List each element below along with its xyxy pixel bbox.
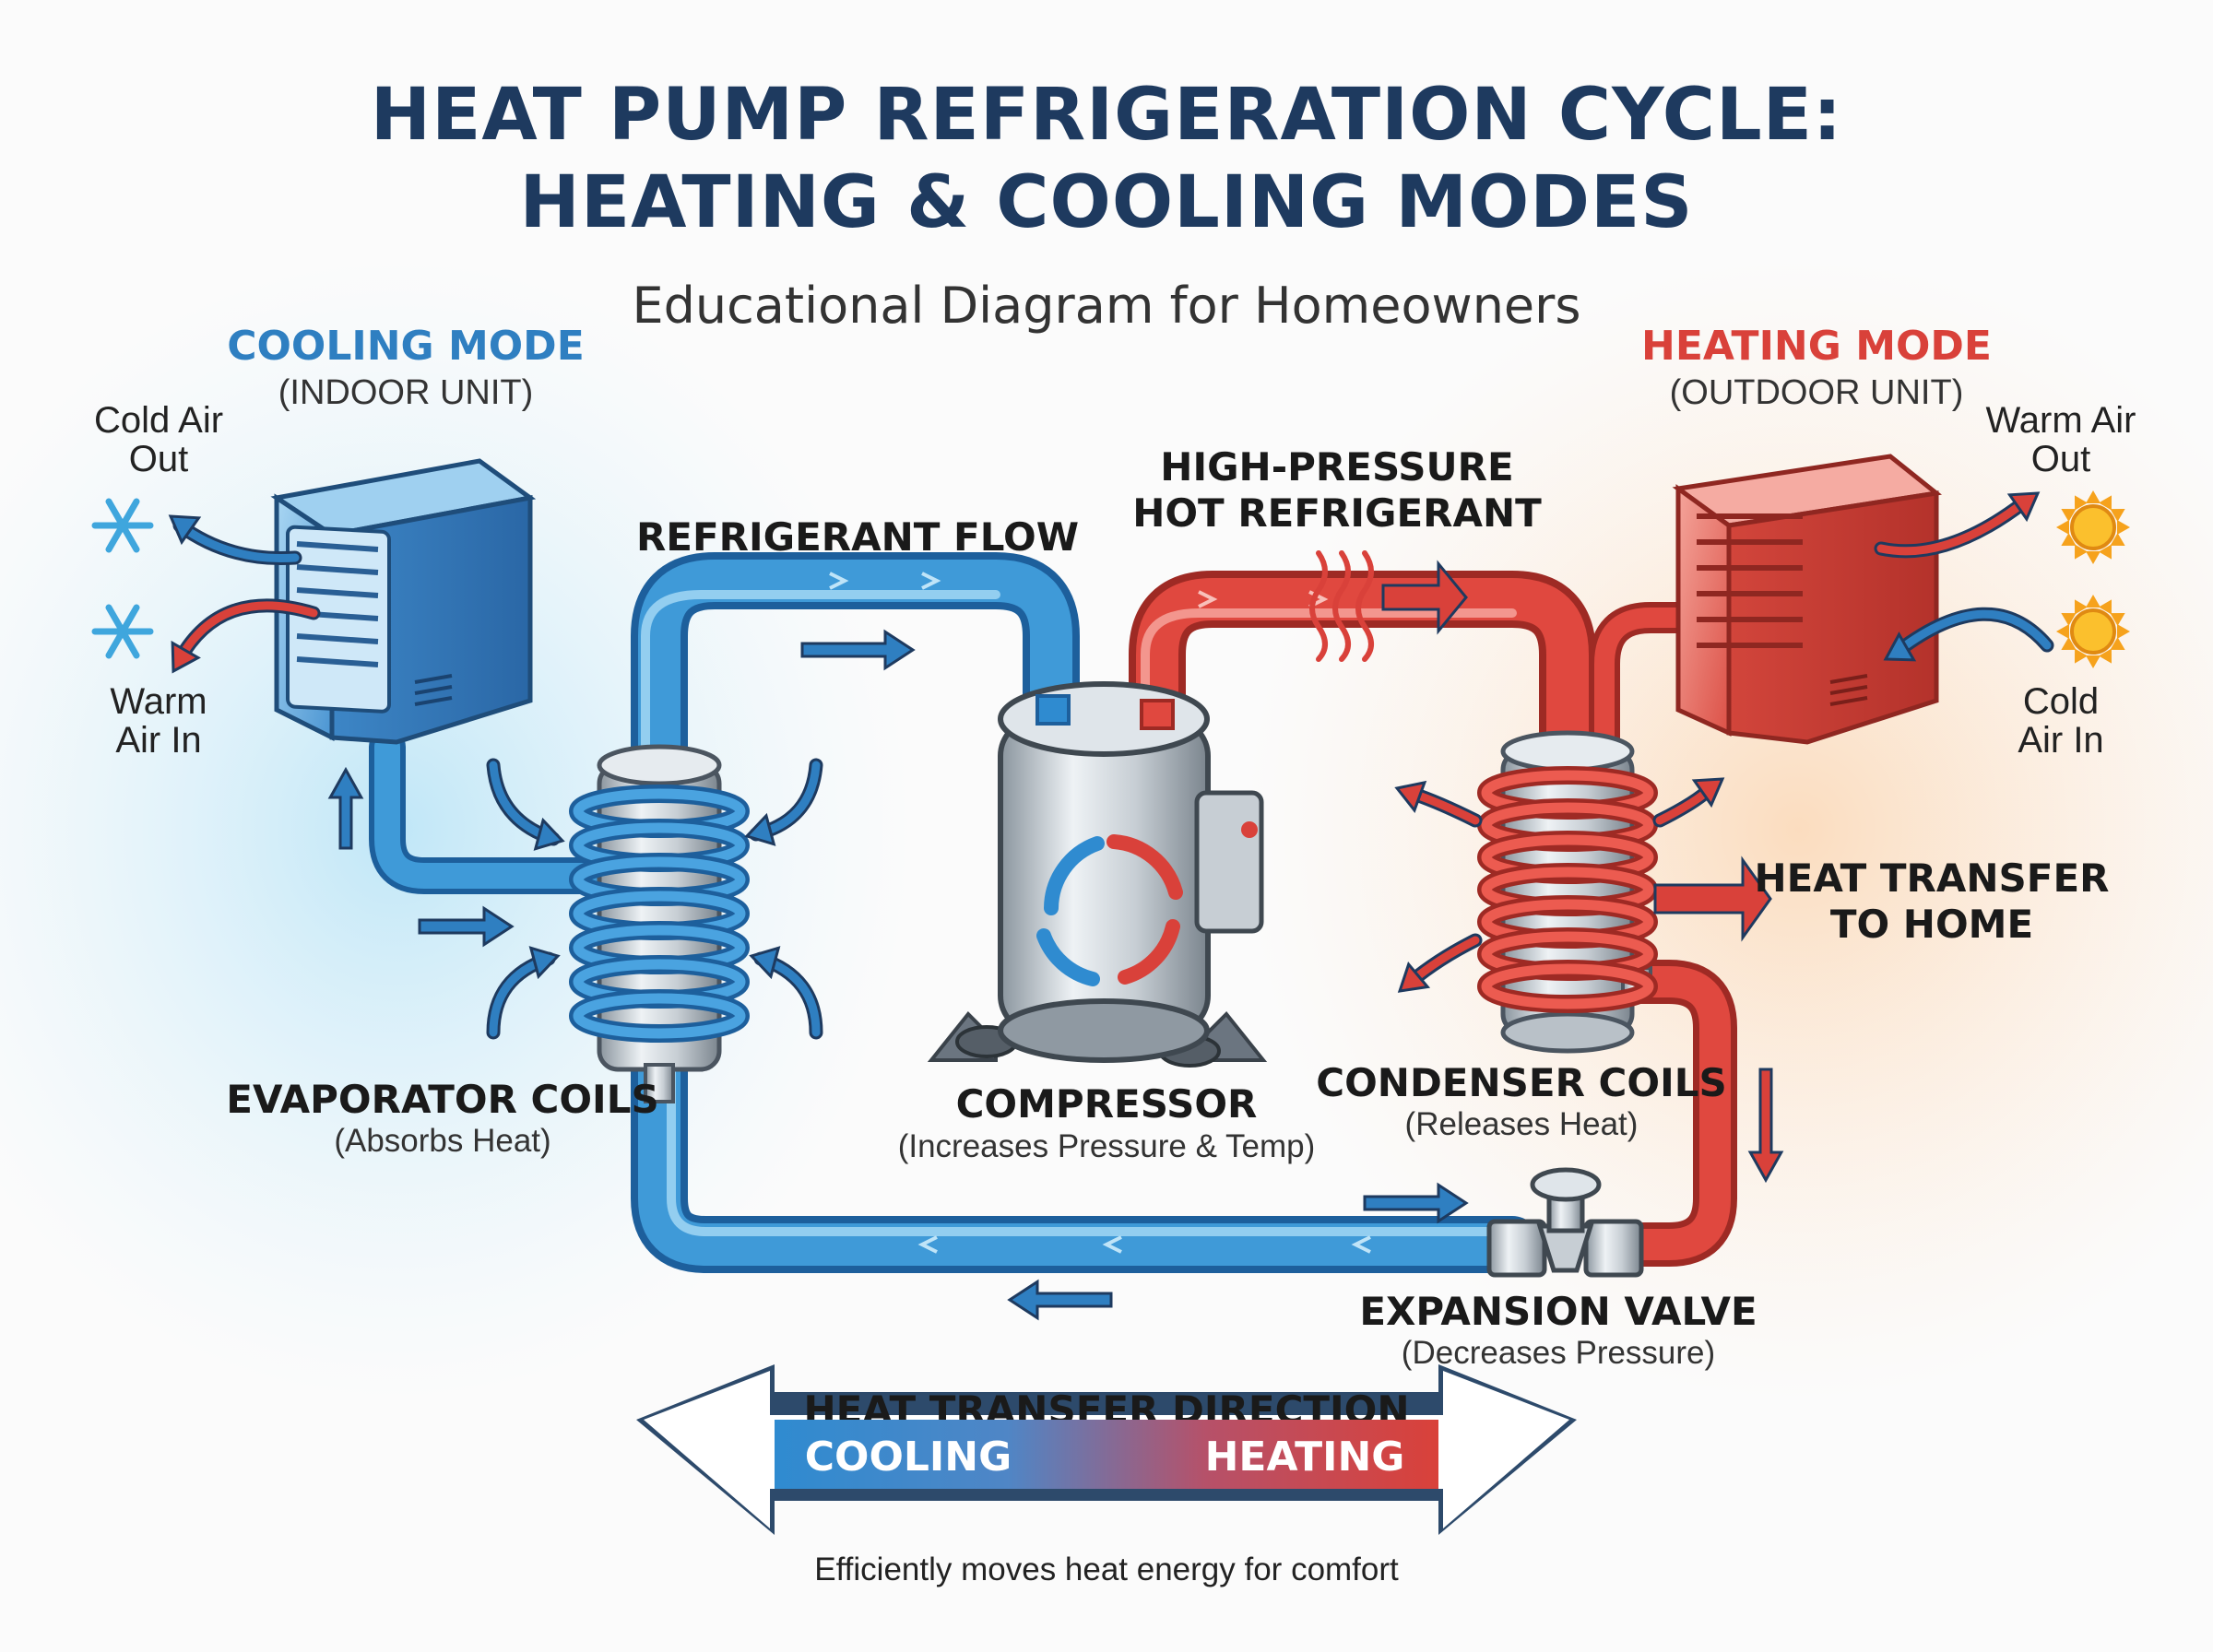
- direction-caption: Efficiently moves heat energy for comfor…: [814, 1552, 1399, 1587]
- subtitle: Educational Diagram for Homeowners: [632, 277, 1581, 335]
- heating-unit-label: (OUTDOOR UNIT): [1669, 373, 1964, 412]
- warm-air-in-line-1: Warm: [110, 681, 207, 722]
- cold-air-in-label: Cold Air In: [1964, 682, 2158, 760]
- direction-bar: [775, 1420, 1438, 1489]
- pipe-chevron: [1198, 590, 1218, 608]
- arrow-icon: [1394, 780, 1427, 813]
- arrow-icon: [528, 946, 561, 980]
- arrow-icon: [1397, 962, 1431, 993]
- warm-air-out-arrow: [1876, 498, 2029, 556]
- arrow-icon: [1691, 777, 1725, 808]
- hot-glow: [1245, 258, 2213, 1401]
- flow-arrow-icon: [418, 905, 515, 948]
- snowflake-icon: [91, 498, 154, 553]
- arrow-icon: [533, 817, 565, 851]
- arrow-icon: [1883, 631, 1917, 662]
- arrow-icon: [171, 640, 201, 674]
- heat-transfer-arrow-icon: [1653, 856, 1772, 942]
- cold-air-out-arrow: [175, 521, 300, 563]
- heat-to-home-label: HEAT TRANSFER TO HOME: [1752, 856, 2112, 949]
- title-line-1: HEAT PUMP REFRIGERATION CYCLE:: [370, 74, 1843, 157]
- direction-heating-label: HEATING: [1204, 1434, 1405, 1481]
- arrow-icon: [744, 812, 776, 846]
- heat-to-home-line-1: HEAT TRANSFER: [1754, 856, 2110, 901]
- warm-air-in-label: Warm Air In: [66, 682, 251, 760]
- arrow-icon: [168, 514, 202, 546]
- arrow-icon: [2006, 491, 2041, 523]
- condenser-desc: (Releases Heat): [1404, 1106, 1639, 1142]
- expansion-valve-desc: (Decreases Pressure): [1401, 1335, 1716, 1371]
- arrow-icon: [749, 946, 781, 980]
- pipe-chevron: [1351, 1235, 1371, 1254]
- cold-air-out-label: Cold Air Out: [66, 401, 251, 478]
- pipe-chevron: [917, 1235, 938, 1254]
- warm-air-out-line-2: Out: [2030, 439, 2091, 479]
- cold-air-in-line-1: Cold: [2022, 681, 2100, 722]
- warm-air-in-line-2: Air In: [115, 720, 202, 761]
- sun-icon: [2056, 595, 2130, 668]
- evaporator-title: EVAPORATOR COILS: [226, 1077, 659, 1122]
- cold-air-out-line-2: Out: [128, 439, 189, 479]
- evaporator-coil-ring-highlight: [573, 993, 746, 1039]
- flow-arrow-icon: [1363, 1182, 1469, 1224]
- compressor-cycle-icon: [1036, 834, 1183, 986]
- warm-air-in-arrow: [175, 601, 318, 664]
- flow-arrow-icon: [800, 629, 916, 671]
- evaporator-desc: (Absorbs Heat): [334, 1123, 551, 1159]
- pipe-chevron: [921, 572, 941, 590]
- compressor-desc: (Increases Pressure & Temp): [897, 1128, 1316, 1164]
- expansion-valve-title: EXPANSION VALVE: [1359, 1289, 1757, 1334]
- pipe-chevron: [829, 572, 849, 590]
- cold-air-in-line-2: Air In: [2018, 720, 2104, 761]
- cond-heat-arrow: [1406, 936, 1480, 986]
- cold-air-in-arrow: [1895, 609, 2052, 655]
- flow-arrow-icon: [1747, 1068, 1784, 1184]
- heat-wave-icon: [1355, 550, 1374, 662]
- condenser-coil-ring-highlight: [1481, 963, 1654, 1009]
- warm-air-out-line-1: Warm Air: [1985, 400, 2136, 441]
- condenser-title: CONDENSER COILS: [1316, 1060, 1727, 1105]
- hot-refrigerant-line-2: HOT REFRIGERANT: [1132, 490, 1542, 537]
- blue-pipe-loop: [369, 552, 1541, 1273]
- title-line-2: HEATING & COOLING MODES: [519, 161, 1694, 244]
- pipe-chevron: [1102, 1235, 1122, 1254]
- compressor-title: COMPRESSOR: [955, 1081, 1258, 1127]
- sun-icon: [2056, 490, 2130, 564]
- cold-air-out-line-1: Cold Air: [93, 400, 224, 441]
- heat-to-home-line-2: TO HOME: [1829, 902, 2034, 948]
- expansion-valve: [1486, 1167, 1644, 1278]
- flow-arrow-icon: [1381, 560, 1468, 635]
- cooling-mode-title: COOLING MODE: [227, 323, 585, 370]
- hot-refrigerant-line-1: HIGH-PRESSURE: [1160, 444, 1514, 490]
- heating-mode-title: HEATING MODE: [1641, 323, 1992, 370]
- direction-cooling-label: COOLING: [804, 1434, 1012, 1481]
- cooling-unit-label: (INDOOR UNIT): [278, 373, 534, 412]
- hot-refrigerant-label: HIGH-PRESSURE HOT REFRIGERANT: [1106, 444, 1568, 537]
- indoor-unit: [270, 458, 537, 745]
- heat-wave-icon: [1309, 550, 1328, 662]
- flow-arrow-icon: [1007, 1279, 1113, 1321]
- warm-air-out-label: Warm Air Out: [1964, 401, 2158, 478]
- snowflake-icon: [91, 604, 154, 659]
- refrigerant-flow-label: REFRIGERANT FLOW: [635, 514, 1080, 560]
- heat-wave-icon: [1332, 550, 1351, 662]
- flow-arrow-icon: [327, 766, 364, 850]
